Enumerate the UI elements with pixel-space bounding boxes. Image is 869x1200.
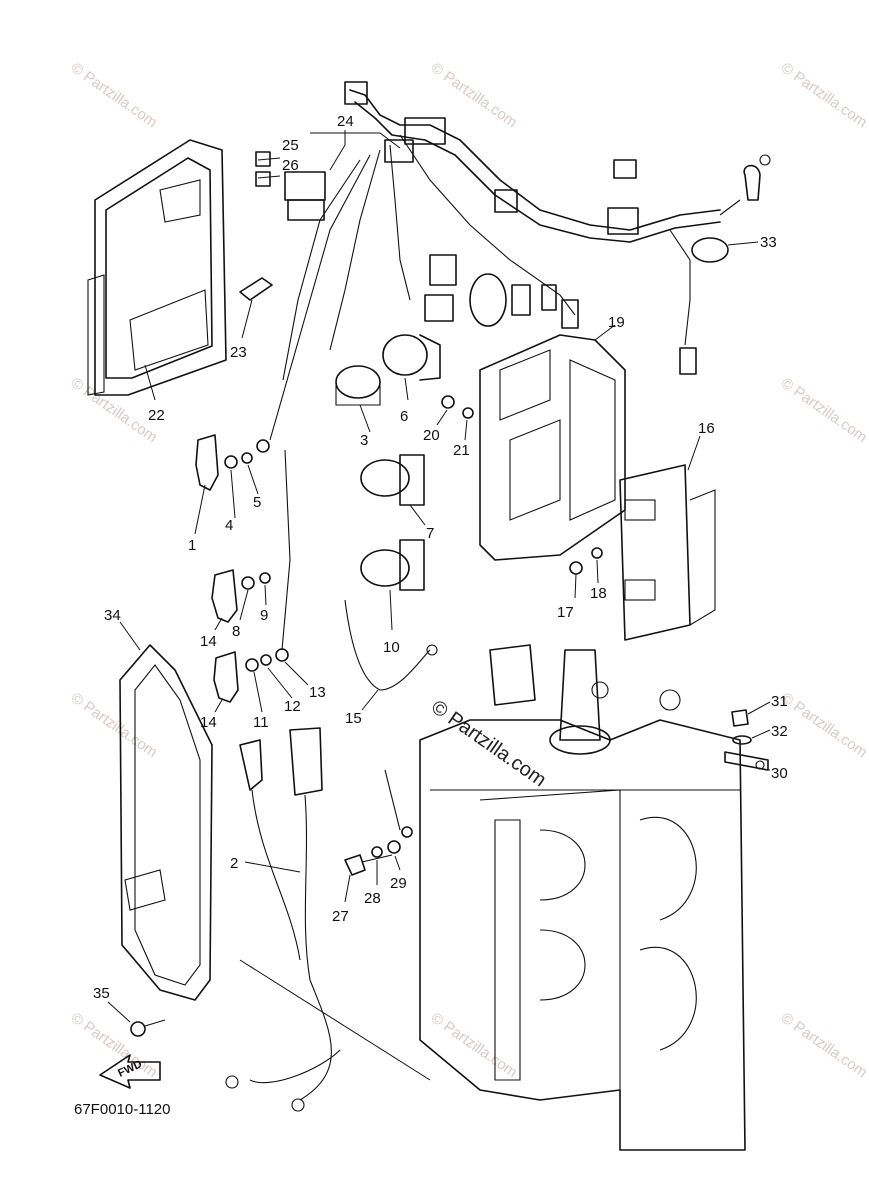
watermark: © Partzilla.com xyxy=(778,1009,869,1081)
part-10-relay xyxy=(360,539,425,591)
callout: 19 xyxy=(608,314,625,331)
callout: 5 xyxy=(253,494,261,511)
wiring-harness xyxy=(269,81,771,441)
callout: 7 xyxy=(426,525,434,542)
callout: 9 xyxy=(260,607,268,624)
part-35-bolt xyxy=(130,1019,166,1037)
callout: 23 xyxy=(230,344,247,361)
hardware-pieces xyxy=(195,395,603,703)
callout: 33 xyxy=(760,234,777,251)
part-3-relay xyxy=(335,365,381,406)
callout: 31 xyxy=(771,693,788,710)
callout: 1 xyxy=(188,537,196,554)
callout: 21 xyxy=(453,442,470,459)
callout: 4 xyxy=(225,517,233,534)
callout: 15 xyxy=(345,710,362,727)
callout: 12 xyxy=(284,698,301,715)
part-15-lead xyxy=(344,599,431,691)
leader-lines xyxy=(107,130,771,1081)
callout: 13 xyxy=(309,684,326,701)
callout: 25 xyxy=(282,137,299,154)
callout-numbers: 1 2 3 4 5 6 7 8 9 10 11 12 13 14 14 15 1… xyxy=(93,113,788,1002)
hardware-ground xyxy=(344,709,769,876)
part-7-relay xyxy=(360,454,425,506)
part-2-leads xyxy=(225,727,341,1112)
callout: 11 xyxy=(253,714,269,731)
watermark: © Partzilla.com xyxy=(68,374,161,446)
callout: 10 xyxy=(383,639,400,656)
watermark: © Partzilla.com xyxy=(428,1009,521,1081)
watermark: © Partzilla.com xyxy=(428,59,521,131)
callout: 17 xyxy=(557,604,574,621)
callout: 35 xyxy=(93,985,110,1002)
callout: 20 xyxy=(423,427,440,444)
watermark-center: © Partzilla.com xyxy=(427,696,550,791)
callout: 14 xyxy=(200,714,217,731)
callout: 8 xyxy=(232,623,240,640)
part-16-plate xyxy=(619,464,716,641)
callout: 3 xyxy=(360,432,368,449)
watermark: © Partzilla.com xyxy=(778,59,869,131)
watermark: © Partzilla.com xyxy=(68,59,161,131)
part-22-cover xyxy=(87,139,227,396)
part-34-guard xyxy=(119,644,213,1001)
watermark: © Partzilla.com xyxy=(778,374,869,446)
callout: 16 xyxy=(698,420,715,437)
callout: 26 xyxy=(282,157,299,174)
callout: 30 xyxy=(771,765,788,782)
callout: 32 xyxy=(771,723,788,740)
watermark: © Partzilla.com xyxy=(68,1009,161,1081)
diagram-code: 67F0010-1120 xyxy=(74,1101,170,1118)
callout: 27 xyxy=(332,908,349,925)
callout: 24 xyxy=(337,113,354,130)
callout: 2 xyxy=(230,855,238,872)
engine-block xyxy=(419,644,746,1151)
callout: 28 xyxy=(364,890,381,907)
callout: 34 xyxy=(104,607,121,624)
watermark: © Partzilla.com xyxy=(68,689,161,761)
part-23-clip xyxy=(239,277,273,301)
part-19-bracket xyxy=(479,334,626,561)
part-6-clamp xyxy=(382,334,441,381)
callout: 18 xyxy=(590,585,607,602)
callout: 14 xyxy=(200,633,217,650)
callout: 6 xyxy=(400,408,408,425)
callout: 22 xyxy=(148,407,165,424)
callout: 29 xyxy=(390,875,407,892)
watermarks: © Partzilla.com © Partzilla.com © Partzi… xyxy=(68,59,869,1081)
watermark: © Partzilla.com xyxy=(778,689,869,761)
connectors-25-26 xyxy=(255,117,446,221)
